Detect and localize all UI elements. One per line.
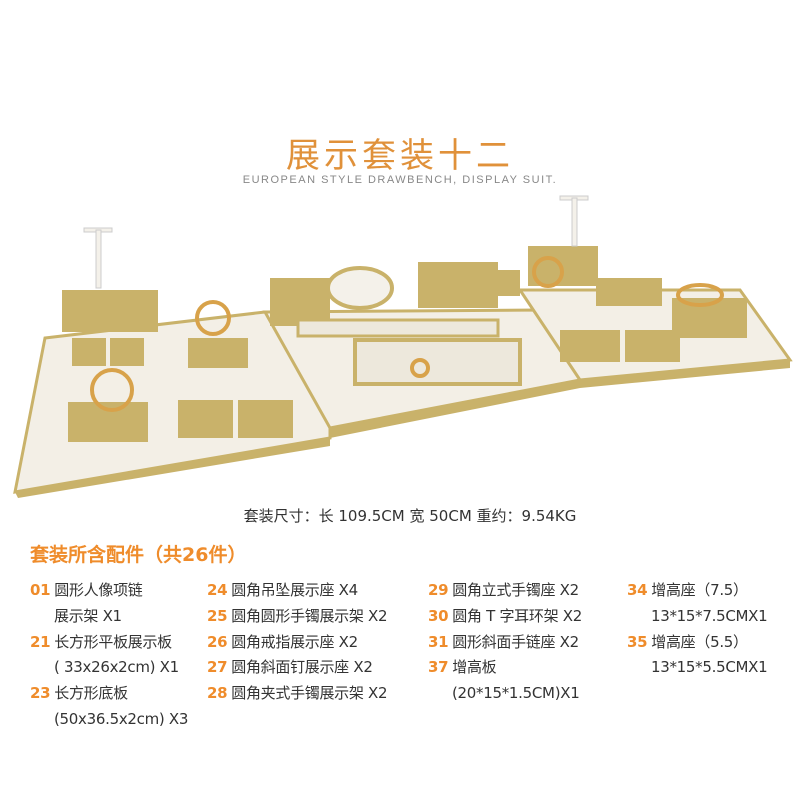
item-number: 35 (627, 632, 648, 651)
item-text: 圆角 T 字耳环架 X2 (452, 606, 582, 625)
risers (62, 246, 747, 442)
item-text: 圆角夹式手镯展示架 X2 (231, 684, 388, 703)
item-number: 23 (30, 684, 51, 703)
item-number: 31 (428, 632, 449, 651)
item-text: 圆角斜面钉展示座 X2 (231, 658, 373, 677)
item-text-cont: (50x36.5x2cm) X3 (54, 709, 189, 728)
item-text: 圆形斜面手链座 X2 (452, 632, 579, 651)
item-number: 28 (207, 684, 228, 703)
accessories-heading: 套装所含配件（共26件） (30, 544, 247, 566)
item-number: 25 (207, 606, 228, 625)
item-text-cont: 展示架 X1 (54, 606, 122, 625)
item-text: 圆角戒指展示座 X2 (231, 632, 358, 651)
set-dimensions: 套装尺寸：长 109.5CM 宽 50CM 重约：9.54KG (243, 507, 577, 525)
product-photo (13, 195, 793, 498)
item-text: 圆角圆形手镯展示架 X2 (231, 606, 388, 625)
item-number: 01 (30, 581, 51, 599)
item-text: 圆形人像项链 (54, 581, 143, 599)
item-text: 长方形平板展示板 (54, 632, 172, 651)
item-text-cont: 13*15*5.5CMX1 (651, 658, 768, 677)
item-text: 圆角吊坠展示座 X4 (231, 581, 358, 599)
page-title: 展示套装十二 (286, 136, 514, 176)
item-text-cont: ( 33x26x2cm) X1 (54, 658, 179, 677)
item-text-cont: 13*15*7.5CMX1 (651, 606, 768, 625)
item-text: 长方形底板 (54, 684, 128, 703)
item-number: 21 (30, 632, 51, 651)
item-number: 24 (207, 581, 228, 599)
item-text: 增高板 (452, 658, 497, 677)
page-subtitle: EUROPEAN STYLE DRAWBENCH, DISPLAY SUIT. (242, 174, 558, 186)
item-number: 27 (207, 658, 228, 677)
jewelry (90, 256, 724, 412)
item-number: 29 (428, 581, 449, 599)
item-number: 26 (207, 632, 228, 651)
item-number: 30 (428, 606, 449, 625)
item-number: 34 (627, 581, 648, 599)
item-text-cont: (20*15*1.5CM)X1 (452, 684, 580, 703)
item-text: 圆角立式手镯座 X2 (452, 581, 579, 599)
item-text: 增高座（5.5） (651, 632, 748, 651)
t-earring-stands (83, 195, 589, 289)
item-number: 37 (428, 658, 449, 677)
item-text: 增高座（7.5） (651, 581, 748, 599)
